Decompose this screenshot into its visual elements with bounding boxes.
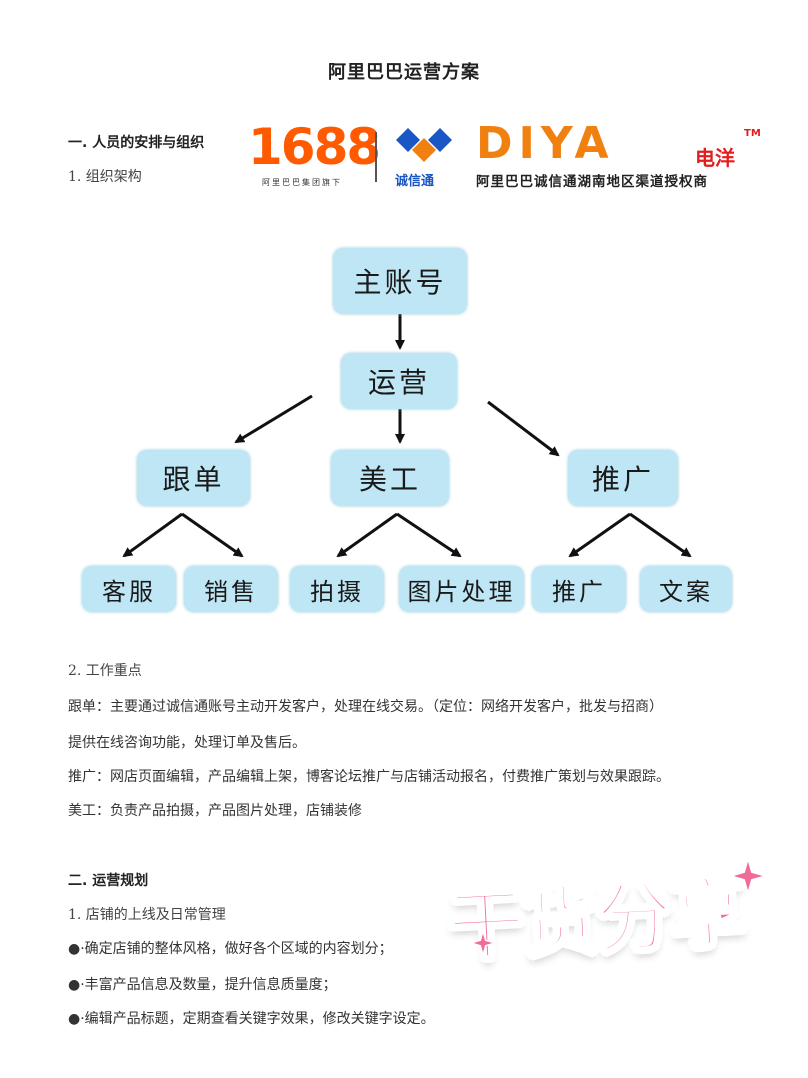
bullet-1: ●·确定店铺的整体风格，做好各个区域的内容划分； <box>68 941 393 957</box>
org-photography-box: 拍摄 <box>290 566 384 612</box>
org-design-box: 美工 <box>331 450 449 506</box>
sparkle-small-icon <box>470 930 496 956</box>
logo-trademark: TM <box>744 128 761 139</box>
sparkle-icon <box>728 856 768 896</box>
org-sales-box: 销售 <box>184 566 278 612</box>
org-chart-arrows <box>122 312 692 558</box>
work-line-2: 提供在线咨询功能，处理订单及售后。 <box>68 735 306 751</box>
work-line-3: 推广：网店页面编辑，产品编辑上架，博客论坛推广与店铺活动报名，付费推广策划与效果… <box>68 769 670 785</box>
section2-heading: 二. 运营规划 <box>68 873 149 889</box>
work-line-1: 跟单：主要通过诚信通账号主动开发客户，处理在线交易。（定位：网络开发客户，批发与… <box>68 699 663 715</box>
org-customer-service-box: 客服 <box>82 566 176 612</box>
org-copywriting-box: 文案 <box>640 566 732 612</box>
bullet-3: ●·编辑产品标题，定期查看关键字效果，修改关键字设定。 <box>68 1011 435 1027</box>
section1-sub2: 2. 工作重点 <box>68 663 142 679</box>
logo-chengxintong: 诚信通 <box>395 174 435 189</box>
org-image-processing-box: 图片处理 <box>399 566 524 612</box>
page-title: 阿里巴巴运营方案 <box>328 62 480 83</box>
logo-diya-chinese: 电洋 <box>695 146 735 170</box>
org-order-box: 跟单 <box>137 450 250 506</box>
logo-diya: DIYA <box>476 118 615 169</box>
section1-sub1: 1. 组织架构 <box>68 169 142 185</box>
org-root-box: 主账号 <box>333 248 467 314</box>
logo-diya-subtitle: 阿里巴巴诚信通湖南地区渠道授权商 <box>476 174 708 190</box>
logo-1688: 1688 <box>248 118 381 176</box>
bullet-2: ●·丰富产品信息及数量，提升信息质量度； <box>68 977 337 993</box>
org-promotion-box: 推广 <box>568 450 678 506</box>
section1-heading: 一. 人员的安排与组织 <box>68 135 205 151</box>
logo-1688-subtitle: 阿里巴巴集团旗下 <box>262 178 342 187</box>
section2-sub1: 1. 店铺的上线及日常管理 <box>68 907 226 923</box>
sticker-dry-goods-share: 干货分享 <box>445 866 748 973</box>
work-line-4: 美工：负责产品拍摄，产品图片处理，店铺装修 <box>68 803 362 819</box>
logo-divider <box>375 132 377 182</box>
chengxintong-icon <box>396 128 452 162</box>
org-operations-box: 运营 <box>341 353 457 409</box>
org-promo-sub-box: 推广 <box>532 566 626 612</box>
